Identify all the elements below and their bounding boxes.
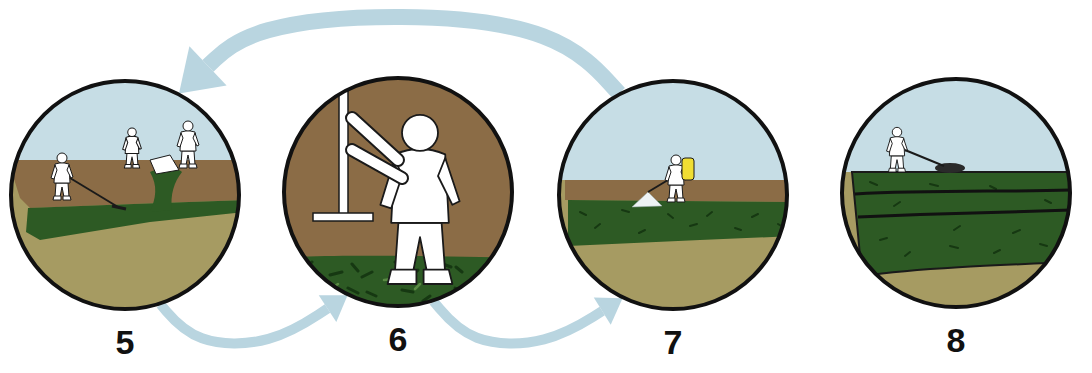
circle-outline <box>9 79 241 311</box>
arrow-head <box>594 298 623 325</box>
step-circle: 6 <box>282 76 514 308</box>
circle-outline <box>840 77 1072 309</box>
layering-scene <box>830 70 1080 322</box>
arrow-shaft <box>161 304 328 343</box>
cycle-arrow <box>179 17 619 93</box>
circle-ring <box>11 81 239 309</box>
arrow-shaft <box>208 17 619 93</box>
arrow-shaft <box>434 301 603 343</box>
cycle-arrow <box>161 295 348 343</box>
compacting-scene <box>270 70 530 320</box>
step-number: 7 <box>557 325 789 359</box>
step-number: 8 <box>840 323 1072 357</box>
spraying-scene <box>550 70 800 320</box>
step-circle: 8 <box>840 77 1072 309</box>
circle-outline <box>557 79 789 311</box>
circle-ring <box>559 81 787 309</box>
circle-outline <box>282 76 514 308</box>
step-circle: 5 <box>9 79 241 311</box>
circle-ring <box>842 79 1070 307</box>
step-number: 5 <box>9 325 241 359</box>
arrow-head <box>179 46 227 93</box>
step-number: 6 <box>282 322 514 356</box>
cycle-arrow <box>434 298 623 344</box>
step-circle: 7 <box>557 79 789 311</box>
arrow-head <box>319 295 348 322</box>
pit-filling-scene <box>0 70 260 320</box>
circle-ring <box>284 78 512 306</box>
